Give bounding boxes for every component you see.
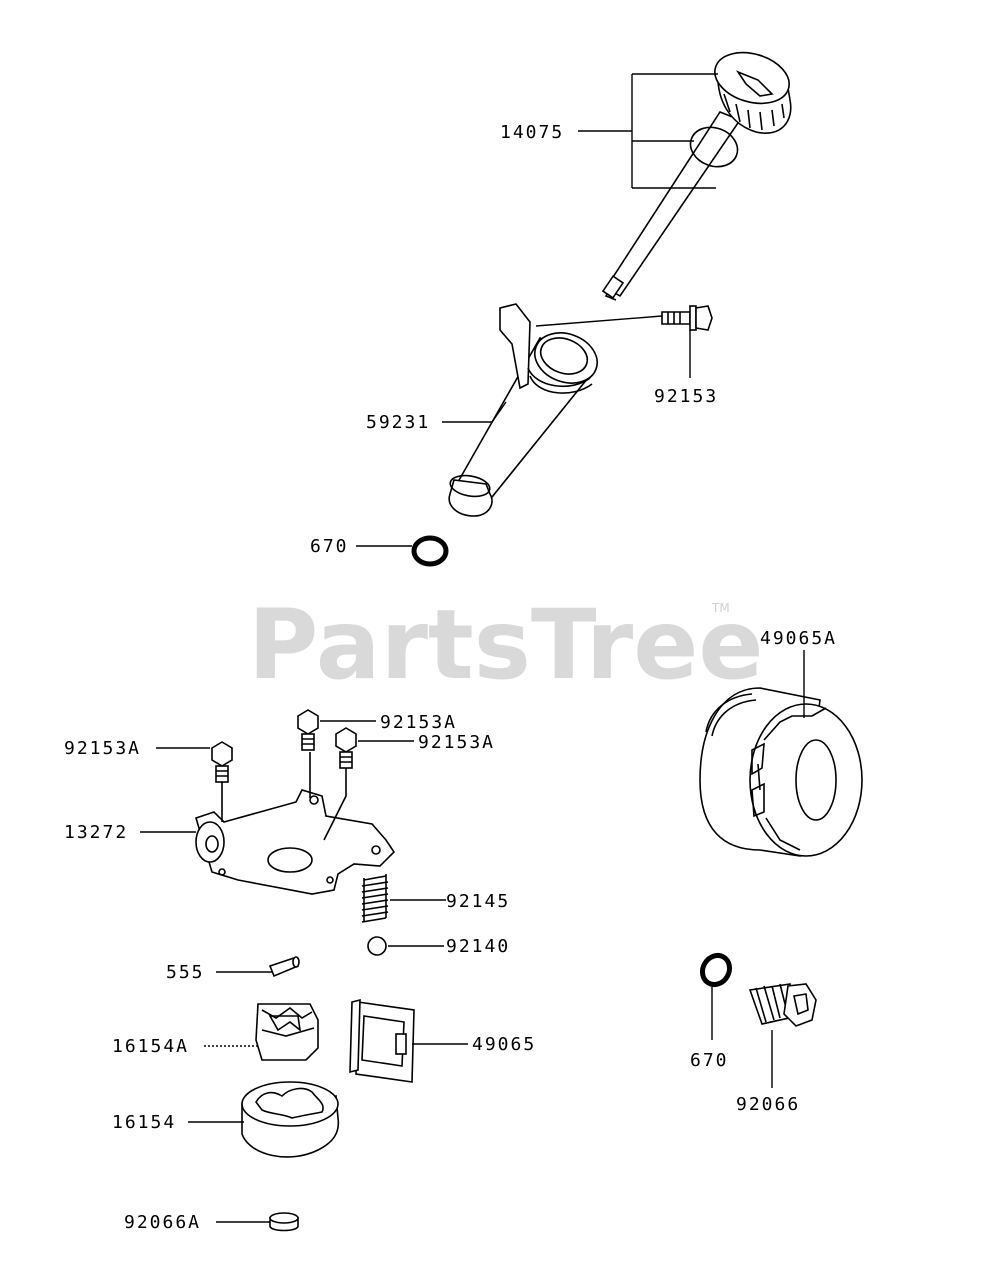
label-92153A-3[interactable]: 92153A bbox=[418, 732, 495, 753]
label-49065[interactable]: 49065 bbox=[472, 1034, 536, 1055]
label-16154[interactable]: 16154 bbox=[112, 1112, 176, 1133]
part-49065-screen[interactable] bbox=[349, 998, 415, 1083]
part-92066-drain-plug[interactable] bbox=[748, 983, 817, 1027]
part-59231-dipstick-tube[interactable] bbox=[448, 303, 605, 517]
part-14075-dipstick[interactable] bbox=[601, 44, 795, 301]
part-92145-spring[interactable] bbox=[361, 874, 389, 923]
label-59231[interactable]: 59231 bbox=[366, 412, 430, 433]
label-670-top[interactable]: 670 bbox=[310, 536, 349, 557]
part-16154A-inner-rotor[interactable] bbox=[255, 1003, 319, 1061]
part-92153A-bolt-2[interactable] bbox=[297, 709, 319, 751]
part-49065A-oil-filter[interactable] bbox=[699, 687, 863, 857]
parts-tree-watermark: PartsTree bbox=[248, 589, 763, 701]
label-92145[interactable]: 92145 bbox=[446, 891, 510, 912]
label-92140[interactable]: 92140 bbox=[446, 936, 510, 957]
label-670-bottom[interactable]: 670 bbox=[690, 1050, 729, 1071]
part-13272-plate[interactable] bbox=[195, 752, 396, 895]
part-92066A-collar[interactable] bbox=[269, 1212, 299, 1232]
label-92153A-2[interactable]: 92153A bbox=[380, 712, 457, 733]
label-92066A[interactable]: 92066A bbox=[124, 1212, 201, 1233]
label-16154A[interactable]: 16154A bbox=[112, 1036, 189, 1057]
part-16154-outer-rotor[interactable] bbox=[241, 1081, 340, 1158]
part-670-o-ring-top[interactable] bbox=[411, 535, 449, 567]
label-92153[interactable]: 92153 bbox=[654, 386, 718, 407]
leader-14075 bbox=[578, 73, 718, 189]
part-92153-bolt[interactable] bbox=[661, 305, 713, 331]
part-670-o-ring-bottom[interactable] bbox=[697, 951, 735, 990]
part-92140-ball[interactable] bbox=[367, 936, 387, 956]
part-92153A-bolt-1[interactable] bbox=[211, 741, 233, 783]
label-555[interactable]: 555 bbox=[166, 962, 205, 983]
label-92153A-1[interactable]: 92153A bbox=[64, 738, 141, 759]
label-14075[interactable]: 14075 bbox=[500, 122, 564, 143]
leader-92153 bbox=[535, 315, 691, 378]
leader-59231 bbox=[442, 401, 507, 423]
trademark-mark: TM bbox=[711, 601, 730, 615]
label-13272[interactable]: 13272 bbox=[64, 822, 128, 843]
part-555-pin[interactable] bbox=[268, 956, 300, 978]
label-49065A[interactable]: 49065A bbox=[760, 628, 837, 649]
label-92066[interactable]: 92066 bbox=[736, 1094, 800, 1115]
part-92153A-bolt-3[interactable] bbox=[335, 727, 357, 769]
